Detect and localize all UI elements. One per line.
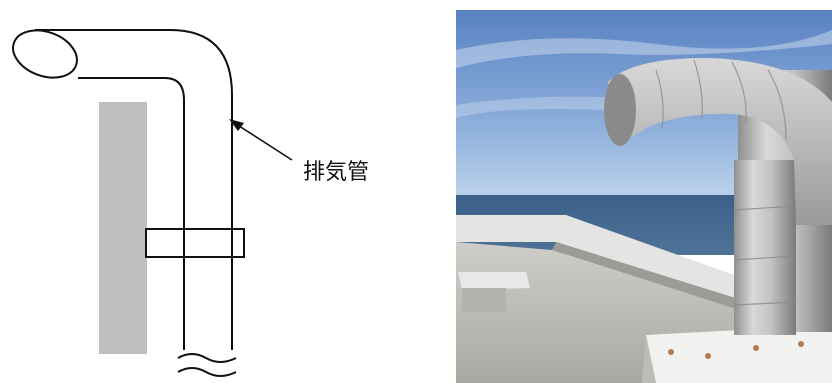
rooftop-photo xyxy=(456,10,832,383)
exhaust-pipe-elbow xyxy=(608,58,832,225)
cloud-1 xyxy=(456,30,832,68)
pipe-base xyxy=(646,325,832,383)
pipe-break-mark-2 xyxy=(177,367,237,377)
wall-block xyxy=(99,102,147,354)
roof-block-base xyxy=(462,288,506,312)
base-bolts xyxy=(668,341,804,359)
pipe-base-edge xyxy=(642,335,656,383)
parapet xyxy=(456,215,832,328)
roof-block xyxy=(458,272,530,290)
pipe-label: 排気管 xyxy=(303,160,369,185)
exhaust-pipe-opening xyxy=(604,74,636,146)
pipe-outer-edge xyxy=(35,29,233,350)
exhaust-pipe-front xyxy=(734,160,796,335)
pipe-inner-edge xyxy=(78,77,185,350)
pipe-opening xyxy=(12,29,78,79)
pipe-break-mark-1 xyxy=(177,353,237,363)
label-arrow xyxy=(229,119,293,161)
exhaust-pipe-diagram: 排気管 xyxy=(12,29,369,377)
pipe-clamp xyxy=(145,228,245,258)
